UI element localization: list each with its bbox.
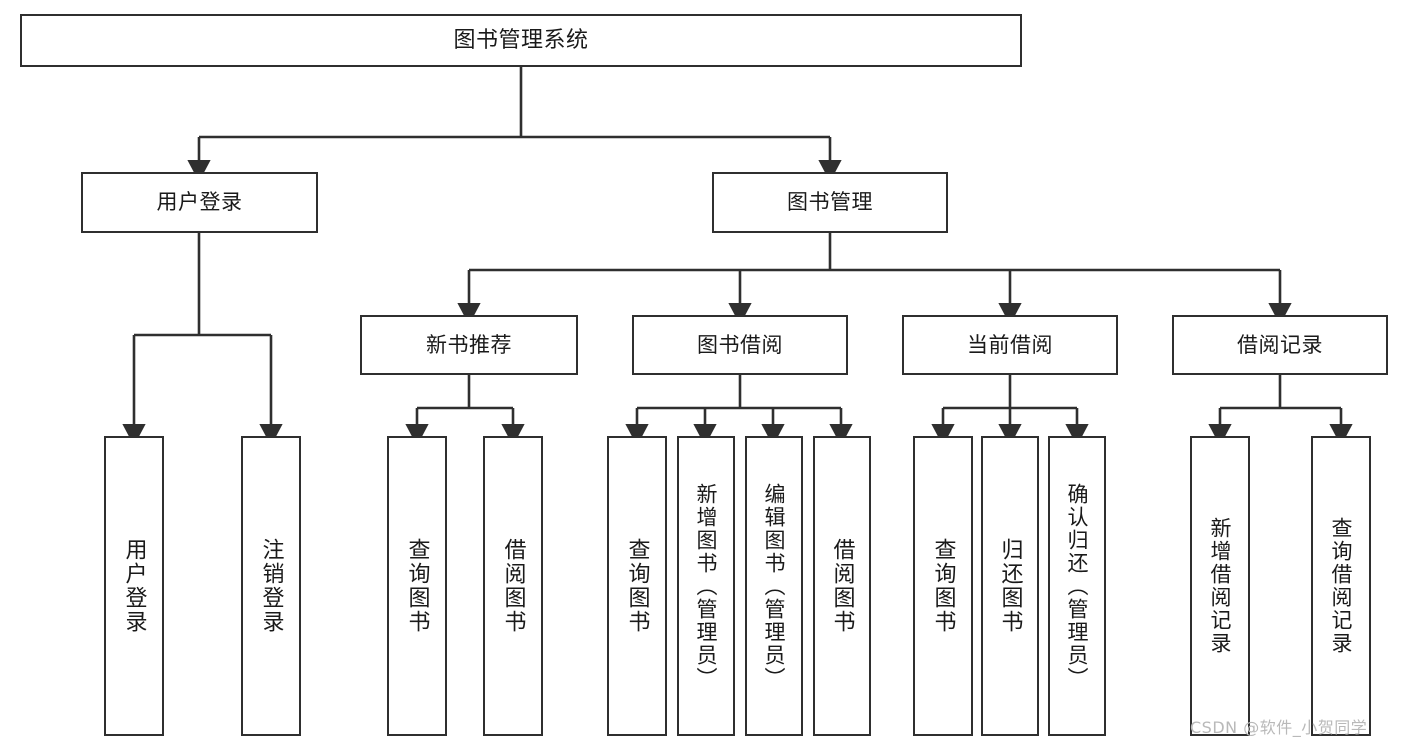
node-current-borrow-label: 当前借阅 [967, 332, 1053, 357]
node-leaf-user-login-label: 用户登录 [121, 538, 147, 634]
node-leaf-confirm-return-admin[interactable]: 确认归还（管理员） [1048, 436, 1106, 736]
node-leaf-current-query-label: 查询图书 [930, 538, 956, 634]
node-leaf-edit-book-admin-label: 编辑图书（管理员） [762, 482, 787, 690]
node-book-borrow-label: 图书借阅 [697, 332, 783, 357]
node-leaf-add-book-admin-label: 新增图书（管理员） [694, 482, 719, 690]
node-current-borrow[interactable]: 当前借阅 [902, 315, 1118, 375]
node-user-login-label: 用户登录 [156, 190, 243, 215]
node-leaf-logout-label: 注销登录 [258, 538, 284, 634]
node-leaf-new-book-query-label: 查询图书 [404, 538, 430, 634]
node-leaf-add-borrow-record-label: 新增借阅记录 [1208, 517, 1233, 655]
node-root[interactable]: 图书管理系统 [20, 14, 1022, 67]
node-leaf-current-query[interactable]: 查询图书 [913, 436, 973, 736]
node-leaf-logout[interactable]: 注销登录 [241, 436, 301, 736]
node-book-management-label: 图书管理 [787, 190, 873, 215]
node-leaf-confirm-return-admin-label: 确认归还（管理员） [1065, 482, 1090, 690]
node-leaf-borrow-book-label: 借阅图书 [829, 538, 855, 634]
node-book-management[interactable]: 图书管理 [712, 172, 948, 233]
node-leaf-edit-book-admin[interactable]: 编辑图书（管理员） [745, 436, 803, 736]
node-leaf-new-book-borrow[interactable]: 借阅图书 [483, 436, 543, 736]
node-leaf-query-borrow-record-label: 查询借阅记录 [1329, 517, 1354, 655]
node-leaf-new-book-borrow-label: 借阅图书 [500, 538, 526, 634]
node-leaf-user-login[interactable]: 用户登录 [104, 436, 164, 736]
node-new-book-recommend[interactable]: 新书推荐 [360, 315, 578, 375]
node-leaf-borrow-book[interactable]: 借阅图书 [813, 436, 871, 736]
node-user-login[interactable]: 用户登录 [81, 172, 318, 233]
node-borrow-record-label: 借阅记录 [1237, 332, 1323, 357]
node-new-book-recommend-label: 新书推荐 [426, 332, 512, 357]
node-leaf-new-book-query[interactable]: 查询图书 [387, 436, 447, 736]
node-leaf-return-book-label: 归还图书 [997, 538, 1023, 634]
node-leaf-add-book-admin[interactable]: 新增图书（管理员） [677, 436, 735, 736]
node-leaf-add-borrow-record[interactable]: 新增借阅记录 [1190, 436, 1250, 736]
node-leaf-borrow-query-label: 查询图书 [624, 538, 650, 634]
node-leaf-return-book[interactable]: 归还图书 [981, 436, 1039, 736]
node-borrow-record[interactable]: 借阅记录 [1172, 315, 1388, 375]
node-root-label: 图书管理系统 [453, 27, 589, 53]
node-leaf-query-borrow-record[interactable]: 查询借阅记录 [1311, 436, 1371, 736]
node-book-borrow[interactable]: 图书借阅 [632, 315, 848, 375]
node-leaf-borrow-query[interactable]: 查询图书 [607, 436, 667, 736]
